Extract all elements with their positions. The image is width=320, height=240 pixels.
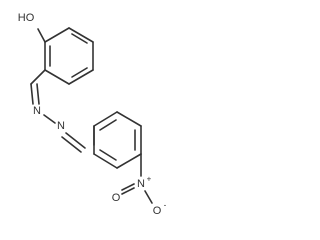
azine-nitrogen-2: N — [57, 120, 65, 132]
double-bond — [65, 132, 86, 149]
bond — [93, 111, 118, 127]
aromatic-bond — [99, 149, 117, 161]
bond — [68, 69, 94, 85]
aromatic-bond — [71, 67, 88, 78]
nitro-nitrogen-charge: + — [147, 175, 152, 184]
nitro-oxygen-1: O — [112, 192, 121, 204]
molecular-structure: HO N N N + O O - — [18, 12, 167, 217]
bond — [68, 27, 94, 43]
nitro-nitrogen: N — [137, 178, 145, 190]
bond — [121, 183, 135, 191]
aromatic-bond — [99, 119, 117, 131]
nitro-oxygen-charge: - — [164, 201, 167, 210]
double-bond — [36, 83, 40, 105]
aromatic-bond — [71, 33, 88, 44]
bond — [44, 69, 70, 85]
double-bond — [30, 83, 34, 105]
bond — [116, 153, 142, 169]
azine-nitrogen-1: N — [33, 105, 41, 117]
bond — [144, 190, 153, 204]
bond — [121, 187, 135, 195]
bond — [44, 27, 70, 43]
nitrophenyl-ring — [93, 111, 142, 169]
hydroxyl-label: HO — [18, 12, 35, 24]
nitro-oxygen-2: O — [153, 205, 162, 217]
bond — [37, 28, 46, 43]
bond — [116, 111, 142, 127]
double-bond — [61, 136, 82, 153]
bond — [43, 114, 56, 124]
bond — [30, 69, 46, 85]
bond — [93, 153, 118, 169]
phenol-ring — [44, 27, 94, 85]
